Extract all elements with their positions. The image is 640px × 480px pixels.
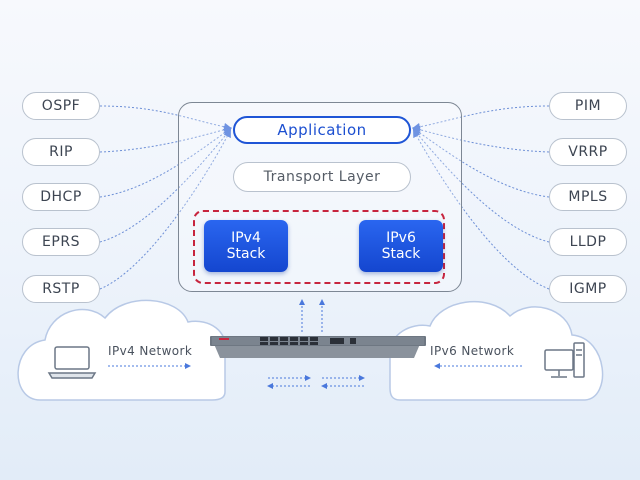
connector-rstp <box>99 129 231 290</box>
protocol-vrrp: VRRP <box>549 138 627 166</box>
ipv6-cloud <box>389 301 604 401</box>
ipv4-network-label: IPv4 Network <box>108 344 193 358</box>
connector-vrrp <box>412 125 550 153</box>
ipv4-stack-line2: Stack <box>226 246 266 262</box>
ipv4-stack-line1: IPv4 <box>231 230 261 246</box>
connector-igmp <box>413 129 550 290</box>
protocol-mpls: MPLS <box>549 183 627 211</box>
transport-layer: Transport Layer <box>233 162 411 192</box>
laptop-icon <box>47 346 97 379</box>
ipv6-stack-line1: IPv6 <box>386 230 416 246</box>
bidirectional-arrows <box>267 375 365 389</box>
dual-stack-boundary <box>193 210 445 284</box>
connector-dhcp <box>99 127 232 198</box>
protocol-pim: PIM <box>549 92 627 120</box>
right-connectors <box>412 105 550 290</box>
connector-mpls <box>412 127 550 198</box>
left-connectors <box>99 105 232 290</box>
protocol-rip: RIP <box>22 138 100 166</box>
network-switch-icon <box>210 336 426 358</box>
connector-rip <box>99 125 232 153</box>
application-layer: Application <box>233 116 411 144</box>
protocol-eprs: EPRS <box>22 228 100 256</box>
ipv6-stack-line2: Stack <box>381 246 421 262</box>
desktop-computer-icon <box>544 342 585 378</box>
connector-ospf <box>99 105 232 131</box>
ipv4-stack: IPv4 Stack <box>204 220 288 272</box>
protocol-rstp: RSTP <box>22 275 100 303</box>
connector-eprs <box>99 128 232 243</box>
ipv6-stack: IPv6 Stack <box>359 220 443 272</box>
connector-lldp <box>412 128 550 243</box>
protocol-ospf: OSPF <box>22 92 100 120</box>
ipv6-network-label: IPv6 Network <box>430 344 515 358</box>
protocol-igmp: IGMP <box>549 275 627 303</box>
protocol-dhcp: DHCP <box>22 183 100 211</box>
protocol-lldp: LLDP <box>549 228 627 256</box>
